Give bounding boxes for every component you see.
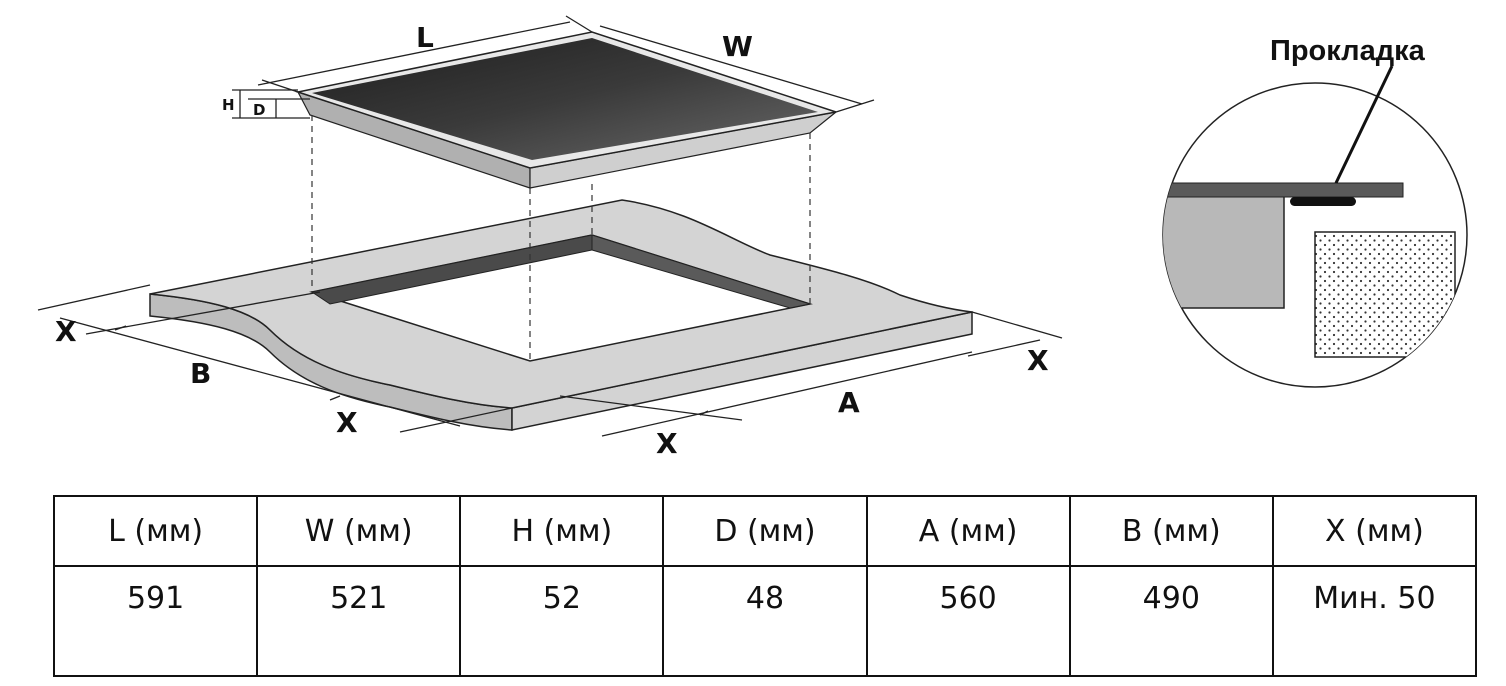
label-A: A — [838, 386, 860, 419]
table-header-cell: W (мм) — [256, 495, 462, 567]
table-cell: 490 — [1068, 565, 1274, 677]
label-X-right: X — [1027, 344, 1049, 377]
gasket-label: Прокладка — [1270, 35, 1426, 67]
table-header-cell: H (мм) — [459, 495, 665, 567]
table-header-cell: X (мм) — [1271, 495, 1478, 567]
table-header-cell: L (мм) — [52, 495, 259, 567]
table-header-cell: D (мм) — [662, 495, 868, 567]
table-header-cell: B (мм) — [1068, 495, 1274, 567]
table-header-row: L (мм) W (мм) H (мм) D (мм) A (мм) B (мм… — [52, 495, 1478, 567]
hob-glass-surface — [312, 38, 818, 160]
table-cell: 560 — [865, 565, 1071, 677]
dimensions-table: L (мм) W (мм) H (мм) D (мм) A (мм) B (мм… — [52, 495, 1478, 677]
hob — [295, 31, 837, 189]
cutout-back-right-wall — [591, 234, 811, 309]
label-X-bottom-left: X — [336, 406, 358, 439]
detail-gasket — [1290, 197, 1356, 206]
countertop — [149, 199, 973, 431]
dimension-lines — [37, 15, 1063, 437]
projection-lines — [311, 115, 811, 361]
label-X-bottom: X — [656, 427, 678, 460]
label-B: B — [190, 357, 211, 390]
label-H: H — [222, 96, 235, 114]
detail-countertop — [1163, 195, 1285, 309]
table-cell: 48 — [662, 565, 868, 677]
table-cell: 591 — [52, 565, 259, 677]
table-row: 591 521 52 48 560 490 Мин. 50 — [52, 565, 1478, 677]
gasket-detail: Прокладка — [1162, 35, 1468, 388]
detail-cabinet-wall — [1314, 231, 1456, 358]
table-header-cell: A (мм) — [865, 495, 1071, 567]
table-cell: Мин. 50 — [1271, 565, 1478, 677]
gasket-pointer — [1334, 65, 1394, 184]
table-cell: 52 — [459, 565, 665, 677]
label-D: D — [253, 101, 265, 119]
label-L: L — [416, 21, 434, 54]
label-X-left: X — [55, 315, 77, 348]
label-W: W — [722, 30, 753, 63]
installation-diagram: L W H D X B X X A X Прокладка — [37, 15, 1468, 460]
detail-hob-glass — [1163, 182, 1404, 198]
table-cell: 521 — [256, 565, 462, 677]
